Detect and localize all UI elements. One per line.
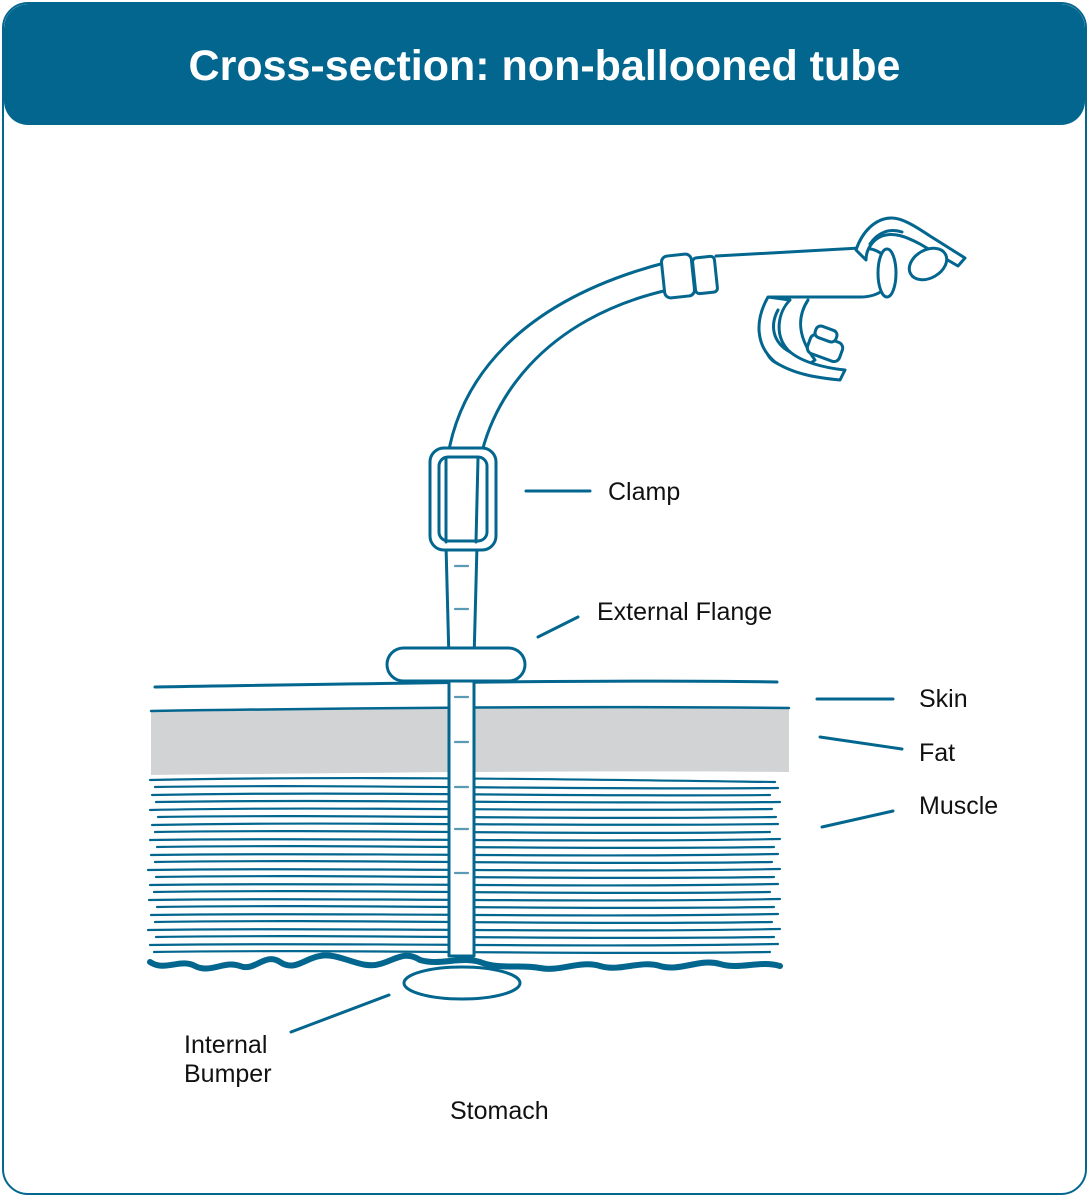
- diagram-title: Cross-section: non-ballooned tube: [188, 42, 901, 90]
- adapter-body: [714, 246, 894, 369]
- internal-bumper-leader: [289, 993, 391, 1034]
- muscle-leader: [820, 809, 895, 829]
- stomach-wall: [147, 952, 783, 972]
- clamp-tube-right: [474, 456, 480, 544]
- fat-label: Fat: [919, 739, 956, 767]
- connector-ring: [691, 254, 719, 296]
- side-port-arm: [757, 295, 847, 382]
- side-port-cap-top: [813, 324, 839, 344]
- internal-bumper: [402, 965, 522, 1001]
- clamp-inner: [437, 455, 489, 543]
- external-flange-leader: [536, 615, 580, 639]
- tube-upper-vertical: [444, 543, 479, 662]
- muscle-label: Muscle: [919, 792, 999, 820]
- connector-collar: [659, 252, 697, 300]
- tube-graduations: [453, 564, 470, 875]
- top-cap-plug: [907, 246, 949, 282]
- external-flange: [385, 646, 527, 683]
- side-port-inner: [772, 308, 792, 354]
- clamp-label: Clamp: [608, 478, 681, 506]
- tube-in-tissue: [447, 676, 476, 958]
- top-cap-hinge-inner: [868, 229, 904, 246]
- fat-leader: [818, 735, 904, 751]
- skin-label: Skin: [919, 685, 968, 713]
- stomach-label: Stomach: [450, 1097, 549, 1125]
- title-banner: Cross-section: non-ballooned tube: [4, 4, 1085, 125]
- adapter-port: [876, 247, 898, 299]
- internal-bumper-label-line1: Internal: [184, 1031, 268, 1059]
- external-flange-label: External Flange: [597, 598, 773, 626]
- internal-bumper-label-line2: Bumper: [184, 1060, 272, 1088]
